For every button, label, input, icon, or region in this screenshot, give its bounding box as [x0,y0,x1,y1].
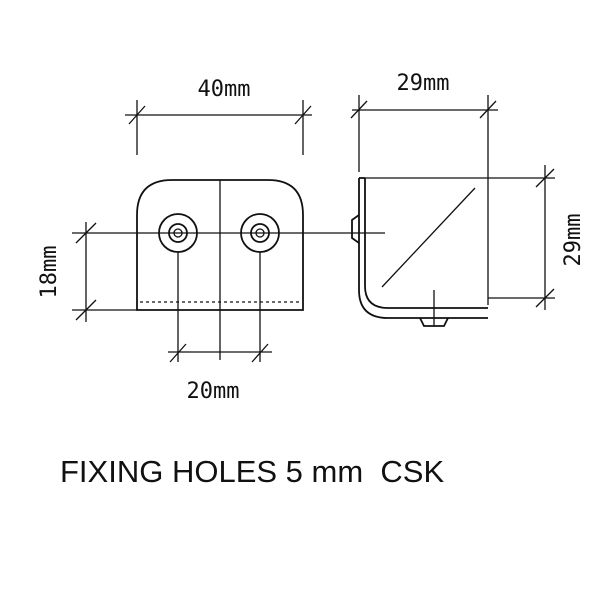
dimension-20mm-label: 20mm [187,379,240,404]
side-view [351,177,488,327]
dimension-29mm-horizontal: 29mm [350,71,498,305]
dimension-40mm: 40mm [125,77,312,155]
front-view [72,179,385,362]
side-view-vertical-countersink [351,214,360,244]
dimension-29mm-vertical: 29mm [365,165,586,310]
front-view-outline [136,179,304,311]
dimension-29mm-horizontal-label: 29mm [397,71,450,96]
side-view-outer-profile [358,178,488,319]
dimension-20mm: 20mm [168,343,272,404]
dimension-18mm-label: 18mm [37,246,62,299]
dimension-29mm-vertical-label: 29mm [561,214,586,267]
dimension-18mm: 18mm [37,222,137,322]
fixing-holes-caption: FIXING HOLES 5 mm CSK [60,454,444,489]
dimension-40mm-label: 40mm [198,77,251,102]
side-view-diagonal [381,187,476,288]
side-view-inner-profile [364,178,488,309]
